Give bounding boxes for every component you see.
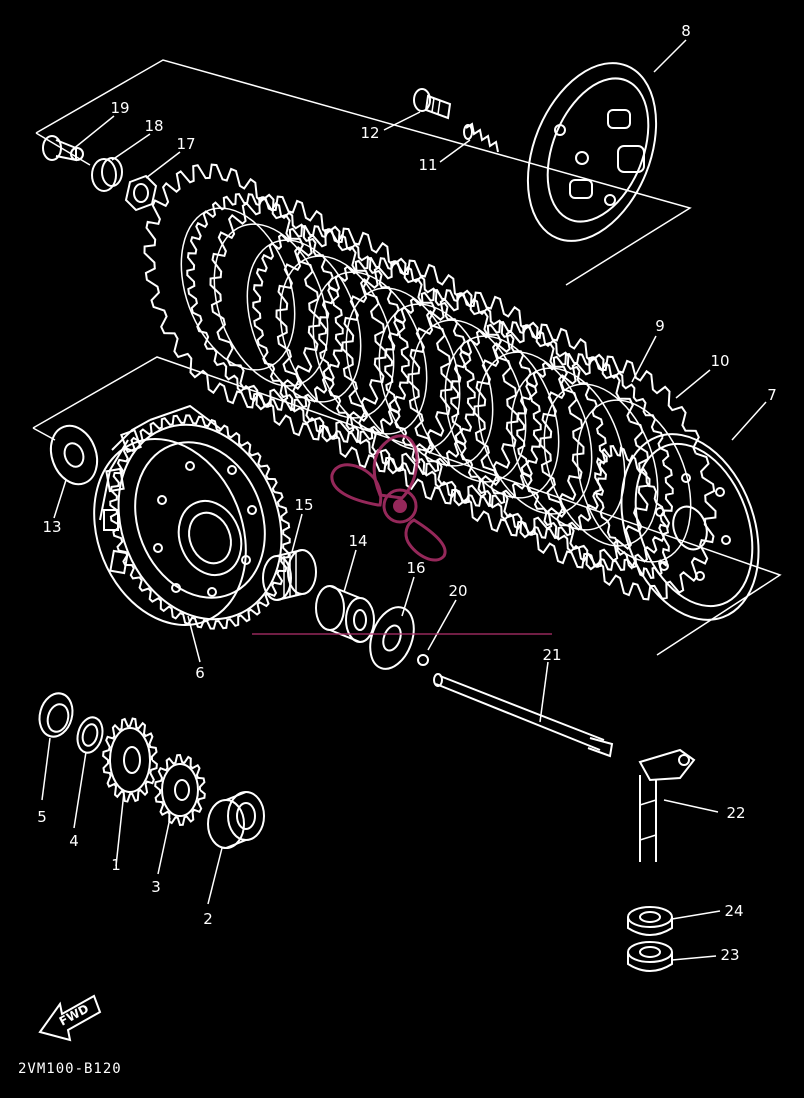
drive-gear-part-3 <box>154 753 206 827</box>
plate-inner-ring <box>444 335 560 499</box>
friction-plate <box>539 355 717 601</box>
plate-inner-ring <box>510 367 626 531</box>
friction-plate <box>143 163 321 409</box>
clutch-plate <box>252 225 410 443</box>
part-label-23: 23 <box>720 946 739 964</box>
part-label-1: 1 <box>111 856 121 874</box>
friction-plate <box>275 227 453 473</box>
part-label-15: 15 <box>294 496 313 514</box>
part-label-7: 7 <box>767 386 777 404</box>
part-label-13: 13 <box>42 518 61 536</box>
plate-inner-ring <box>246 239 362 403</box>
clutch-boss-part-7 <box>594 433 760 621</box>
clutch-plate-stack <box>143 163 760 621</box>
friction-plate <box>209 195 387 441</box>
upper-assembly-outline <box>35 59 692 286</box>
oil-seal-part-24 <box>627 906 673 936</box>
plate-inner-ring <box>477 351 593 515</box>
plate-inner-ring <box>345 287 461 451</box>
bearing-part-23 <box>627 941 673 972</box>
leader-lines <box>41 39 767 961</box>
primary-driven-gear-part-6 <box>93 414 291 630</box>
bearing-part-18 <box>91 157 123 192</box>
plate-inner-ring <box>543 383 659 547</box>
collar-part-4 <box>76 716 104 754</box>
part-label-9: 9 <box>655 317 665 335</box>
part-label-22: 22 <box>726 804 745 822</box>
drawing-code: 2VM100-B120 <box>18 1061 122 1077</box>
part-labels: 8 12 11 19 18 17 9 10 7 13 6 15 14 16 20… <box>37 22 777 964</box>
friction-plate <box>473 323 651 569</box>
needle-bearing-part-15 <box>262 549 317 601</box>
friction-plate <box>341 259 519 505</box>
bearing-part-2 <box>207 791 265 849</box>
part-label-6: 6 <box>195 664 205 682</box>
part-label-20: 20 <box>448 582 467 600</box>
part-label-2: 2 <box>203 910 213 928</box>
part-label-3: 3 <box>151 878 161 896</box>
part-label-12: 12 <box>360 124 379 142</box>
thrust-washer-part-13 <box>49 424 99 486</box>
clutch-plate <box>384 289 542 507</box>
part-label-10: 10 <box>710 352 729 370</box>
part-label-8: 8 <box>681 22 691 40</box>
push-rod-part-21 <box>433 673 614 758</box>
ball-part-20 <box>417 654 429 666</box>
plate-inner-ring <box>378 303 494 467</box>
part-label-19: 19 <box>110 99 129 117</box>
clutch-plate <box>186 193 344 411</box>
plate-inner-ring <box>213 223 329 387</box>
plate-inner-ring <box>312 271 428 435</box>
bolt-part-12 <box>413 88 452 120</box>
pushrod-part-19 <box>42 135 84 162</box>
primary-drive-gear-part-1 <box>102 717 158 803</box>
part-label-14: 14 <box>348 532 367 550</box>
spring-part-11 <box>463 122 499 153</box>
clutch-housing-basket <box>99 404 223 575</box>
pressure-plate-part-8 <box>526 62 658 242</box>
nut-part-17 <box>124 174 158 212</box>
clutch-plate <box>516 353 674 571</box>
plate-inner-ring <box>576 399 692 563</box>
part-label-17: 17 <box>176 135 195 153</box>
plate-inner-ring <box>180 207 296 371</box>
fwd-label: FWD <box>57 1002 91 1029</box>
part-label-4: 4 <box>69 832 79 850</box>
propeller-watermark-icon <box>252 434 552 635</box>
clutch-plate <box>450 321 608 539</box>
part-label-16: 16 <box>406 559 425 577</box>
part-label-5: 5 <box>37 808 47 826</box>
part-label-18: 18 <box>144 117 163 135</box>
plate-inner-ring <box>411 319 527 483</box>
fwd-arrow-icon: FWD <box>38 994 102 1042</box>
part-label-11: 11 <box>418 156 437 174</box>
plate-inner-ring <box>279 255 395 419</box>
part-label-24: 24 <box>724 902 743 920</box>
washer-part-16 <box>369 606 415 670</box>
friction-plate <box>407 291 585 537</box>
part-label-21: 21 <box>542 646 561 664</box>
push-lever-part-22 <box>638 748 696 862</box>
spacer-part-14 <box>315 585 375 643</box>
oil-seal-part-5 <box>38 692 74 738</box>
